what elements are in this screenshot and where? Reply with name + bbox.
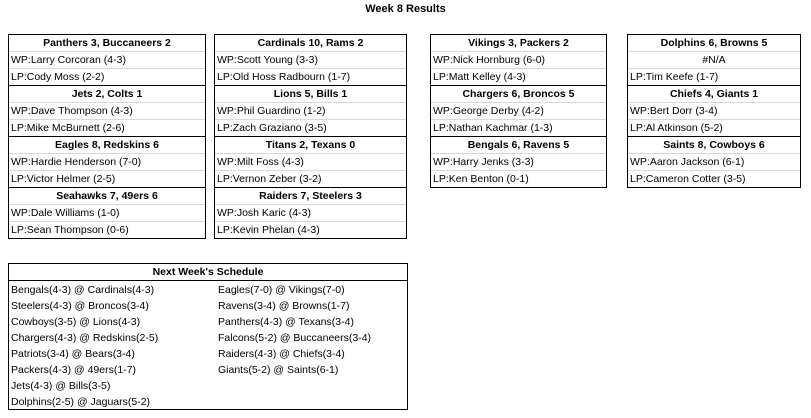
losing-pitcher: LP:Cody Moss (2-2) — [9, 68, 205, 85]
game-score: Dolphins 6, Browns 5 — [660, 37, 768, 49]
game-score: Eagles 8, Redskins 6 — [55, 139, 159, 151]
game-box: Titans 2, Texans 0 WP:Milt Foss (4-3) LP… — [214, 137, 407, 188]
game-score: Bengals 6, Ravens 5 — [467, 139, 570, 151]
winning-pitcher: WP:Harry Jenks (3-3) — [431, 153, 606, 170]
schedule-matchup: Ravens(3-4) @ Browns(1-7) — [218, 300, 350, 312]
losing-pitcher: LP:Sean Thompson (0-6) — [9, 221, 205, 238]
schedule-title: Next Week's Schedule — [9, 264, 407, 281]
game-score: Titans 2, Texans 0 — [265, 139, 356, 151]
game-box: Bengals 6, Ravens 5 WP:Harry Jenks (3-3)… — [430, 137, 607, 188]
game-score: Jets 2, Colts 1 — [71, 88, 143, 100]
game-box: Chiefs 4, Giants 1 WP:Bert Dorr (3-4) LP… — [627, 86, 801, 137]
losing-pitcher: LP:Mike McBurnett (2-6) — [9, 119, 205, 136]
next-week-schedule: Next Week's Schedule Bengals(4-3) @ Card… — [8, 263, 408, 410]
winning-pitcher: WP:Dave Thompson (4-3) — [9, 102, 205, 119]
game-score: Saints 8, Cowboys 6 — [663, 139, 765, 151]
losing-pitcher: LP:Victor Helmer (2-5) — [9, 170, 205, 187]
game-score: Chiefs 4, Giants 1 — [669, 88, 759, 100]
winning-pitcher: WP:Nick Hornburg (6-0) — [431, 51, 606, 68]
game-box: Cardinals 10, Rams 2 WP:Scott Young (3-3… — [214, 34, 407, 86]
winning-pitcher: WP:Aaron Jackson (6-1) — [628, 153, 800, 170]
game-score: Seahawks 7, 49ers 6 — [56, 190, 158, 202]
game-box: Vikings 3, Packers 2 WP:Nick Hornburg (6… — [430, 34, 607, 86]
losing-pitcher: LP:Cameron Cotter (3-5) — [628, 170, 800, 187]
schedule-matchup: Jets(4-3) @ Bills(3-5) — [11, 380, 111, 392]
winning-pitcher: WP:Phil Guardino (1-2) — [215, 102, 406, 119]
winning-pitcher-missing: #N/A — [628, 51, 800, 68]
schedule-matchup: Packers(4-3) @ 49ers(1-7) — [11, 364, 137, 376]
schedule-matchup: Cowboys(3-5) @ Lions(4-3) — [11, 316, 141, 328]
schedule-matchup: Giants(5-2) @ Saints(6-1) — [218, 364, 339, 376]
schedule-matchup: Bengals(4-3) @ Cardinals(4-3) — [11, 284, 155, 296]
losing-pitcher: LP:Al Atkinson (5-2) — [628, 119, 800, 136]
game-score: Panthers 3, Buccaneers 2 — [43, 37, 171, 49]
schedule-matchup: Eagles(7-0) @ Vikings(7-0) — [218, 284, 345, 296]
game-score: Vikings 3, Packers 2 — [468, 37, 569, 49]
losing-pitcher: LP:Nathan Kachmar (1-3) — [431, 119, 606, 136]
game-box: Saints 8, Cowboys 6 WP:Aaron Jackson (6-… — [627, 137, 801, 188]
winning-pitcher: WP:Larry Corcoran (4-3) — [9, 51, 205, 68]
schedule-matchup: Falcons(5-2) @ Buccaneers(3-4) — [218, 332, 372, 344]
results-column-3: Vikings 3, Packers 2 WP:Nick Hornburg (6… — [430, 34, 607, 188]
game-score: Cardinals 10, Rams 2 — [257, 37, 364, 49]
winning-pitcher: WP:Hardie Henderson (7-0) — [9, 153, 205, 170]
game-box: Lions 5, Bills 1 WP:Phil Guardino (1-2) … — [214, 86, 407, 137]
game-box: Eagles 8, Redskins 6 WP:Hardie Henderson… — [8, 137, 206, 188]
losing-pitcher: LP:Tim Keefe (1-7) — [628, 68, 800, 85]
losing-pitcher: LP:Vernon Zeber (3-2) — [215, 170, 406, 187]
schedule-matchup: Steelers(4-3) @ Broncos(3-4) — [11, 300, 149, 312]
results-column-1: Panthers 3, Buccaneers 2 WP:Larry Corcor… — [8, 34, 206, 239]
winning-pitcher: WP:Milt Foss (4-3) — [215, 153, 406, 170]
schedule-matchup: Chargers(4-3) @ Redskins(2-5) — [11, 332, 159, 344]
game-box: Raiders 7, Steelers 3 WP:Josh Karic (4-3… — [214, 188, 407, 239]
winning-pitcher: WP:Dale Williams (1-0) — [9, 204, 205, 221]
losing-pitcher: LP:Old Hoss Radbourn (1-7) — [215, 68, 406, 85]
schedule-matchup: Dolphins(2-5) @ Jaguars(5-2) — [11, 396, 151, 408]
game-score: Chargers 6, Broncos 5 — [462, 88, 575, 100]
schedule-matchup: Patriots(3-4) @ Bears(3-4) — [11, 348, 135, 360]
results-column-2: Cardinals 10, Rams 2 WP:Scott Young (3-3… — [214, 34, 407, 239]
game-score: Lions 5, Bills 1 — [273, 88, 348, 100]
winning-pitcher: WP:George Derby (4-2) — [431, 102, 606, 119]
game-box: Chargers 6, Broncos 5 WP:George Derby (4… — [430, 86, 607, 137]
game-score: Raiders 7, Steelers 3 — [259, 190, 362, 202]
page-title: Week 8 Results — [365, 3, 446, 15]
winning-pitcher: WP:Josh Karic (4-3) — [215, 204, 406, 221]
losing-pitcher: LP:Ken Benton (0-1) — [431, 170, 606, 187]
losing-pitcher: LP:Kevin Phelan (4-3) — [215, 221, 406, 238]
losing-pitcher: LP:Zach Graziano (3-5) — [215, 119, 406, 136]
schedule-left-column: Bengals(4-3) @ Cardinals(4-3) Steelers(4… — [11, 282, 158, 410]
schedule-matchup: Panthers(4-3) @ Texans(3-4) — [218, 316, 354, 328]
game-box: Panthers 3, Buccaneers 2 WP:Larry Corcor… — [8, 34, 206, 86]
game-box: Dolphins 6, Browns 5 #N/A LP:Tim Keefe (… — [627, 34, 801, 86]
results-column-4: Dolphins 6, Browns 5 #N/A LP:Tim Keefe (… — [627, 34, 801, 188]
losing-pitcher: LP:Matt Kelley (4-3) — [431, 68, 606, 85]
winning-pitcher: WP:Scott Young (3-3) — [215, 51, 406, 68]
winning-pitcher: WP:Bert Dorr (3-4) — [628, 102, 800, 119]
schedule-right-column: Eagles(7-0) @ Vikings(7-0) Ravens(3-4) @… — [218, 282, 371, 378]
game-box: Jets 2, Colts 1 WP:Dave Thompson (4-3) L… — [8, 86, 206, 137]
game-box: Seahawks 7, 49ers 6 WP:Dale Williams (1-… — [8, 188, 206, 239]
schedule-matchup: Raiders(4-3) @ Chiefs(3-4) — [218, 348, 345, 360]
